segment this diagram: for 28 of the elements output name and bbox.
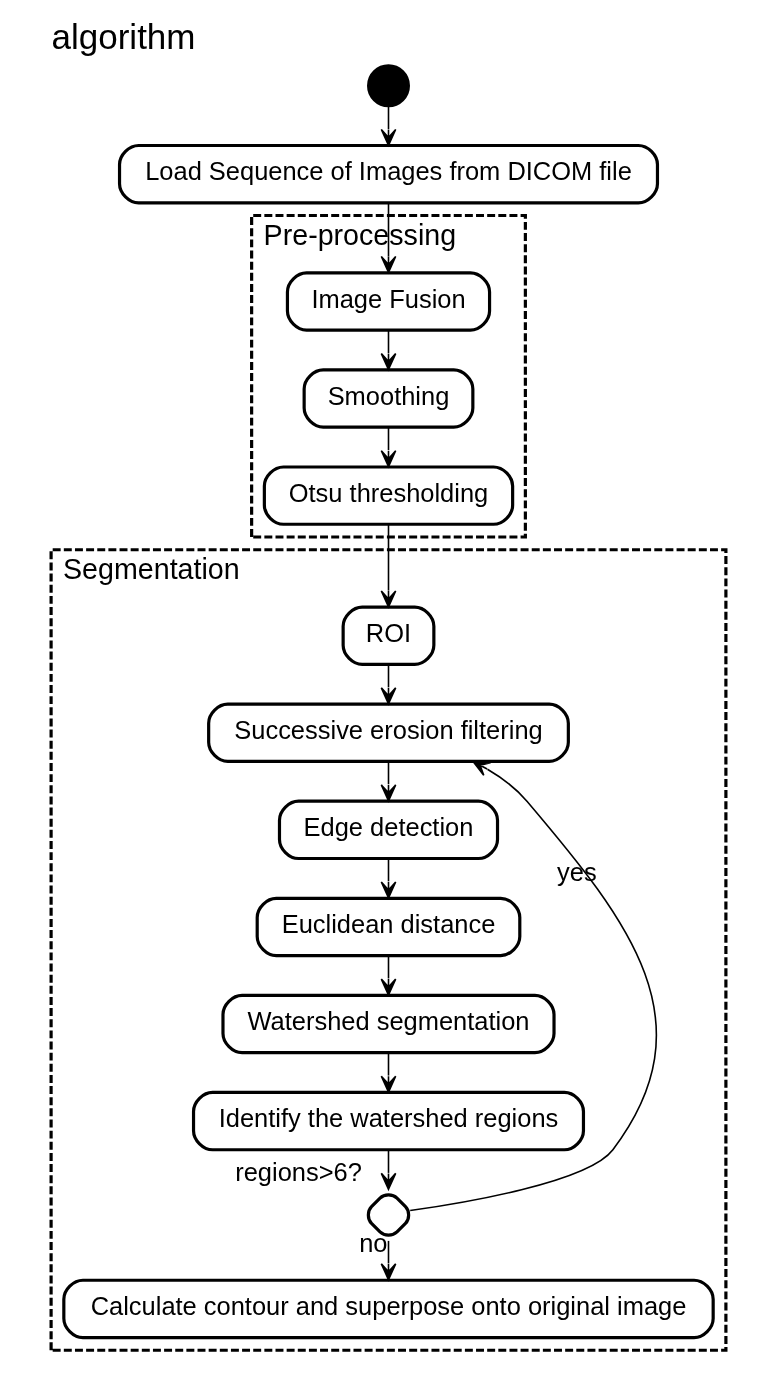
node-circle — [367, 64, 410, 108]
arrow — [380, 1051, 397, 1093]
node-label: regions>6? — [235, 1158, 362, 1187]
arrow — [380, 663, 397, 705]
arrow — [380, 329, 397, 371]
node-box: Watershed segmentation — [221, 993, 556, 1055]
node-box: Otsu thresholding — [262, 465, 515, 526]
arrow — [380, 954, 397, 996]
node-box: Smoothing — [302, 368, 475, 429]
arrow — [380, 426, 397, 468]
node-box: Successive erosion filtering — [207, 702, 570, 763]
node-box: Identify the watershed regions — [191, 1090, 586, 1152]
node-box: Image Fusion — [285, 271, 492, 332]
arrow — [380, 760, 397, 802]
arrow — [380, 1149, 397, 1191]
node-box: Edge detection — [277, 799, 500, 861]
arrow — [380, 857, 397, 899]
diagram-title: algorithm — [51, 17, 196, 57]
arrow — [380, 1240, 397, 1281]
node-box: Calculate contour and superpose onto original image — [62, 1278, 715, 1340]
arrow — [380, 105, 397, 147]
arrow — [380, 524, 397, 608]
edge-label: no — [359, 1229, 388, 1258]
node-diamond — [366, 1193, 411, 1237]
node-box: ROI — [341, 605, 436, 666]
node-box: Euclidean distance — [255, 896, 522, 958]
arrow — [409, 760, 658, 1212]
node-box: Load Sequence of Images from DICOM file — [117, 143, 660, 205]
